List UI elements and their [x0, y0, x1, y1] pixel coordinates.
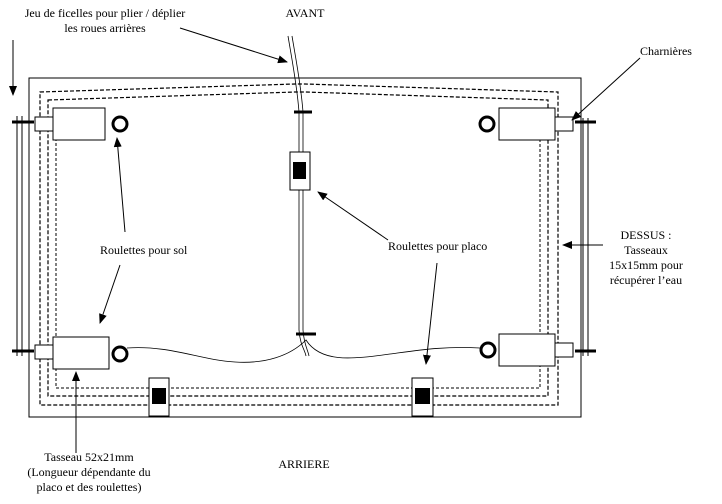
- hinge-bottom-left: [34, 344, 54, 360]
- batten-frame-inner: [47, 91, 549, 397]
- arrow-strings: [179, 27, 288, 64]
- arrow-placo-center: [317, 191, 389, 241]
- label-strings-line-2: les roues arrières: [64, 21, 146, 35]
- label-batten-line-1: Tasseau 52x21mm: [44, 450, 134, 464]
- arrow-floor-wheel-top: [113, 137, 126, 233]
- hinge-top-right: [554, 116, 574, 132]
- placo-wheel-rear-left: [152, 388, 166, 404]
- floor-wheel-top-right: [478, 115, 496, 133]
- board-outline: [28, 77, 582, 418]
- batten-top-left: [52, 107, 106, 141]
- label-top-line-3: 15x15mm pour: [609, 258, 683, 272]
- label-placo-wheels: Roulettes pour placo: [388, 239, 488, 253]
- batten-frame-third: [55, 108, 541, 389]
- label-batten-line-2: (Longueur dépendante du: [27, 465, 151, 479]
- label-top-line-1: DESSUS :: [620, 228, 672, 242]
- floor-wheel-bottom-right: [479, 341, 497, 359]
- arrow-placo-rear: [422, 262, 438, 365]
- label-front: AVANT: [285, 6, 325, 20]
- rear-wheel-string: [126, 339, 481, 363]
- label-floor-wheels: Roulettes pour sol: [100, 243, 188, 257]
- placo-wheel-rear-right: [415, 388, 430, 404]
- label-strings: Jeu de ficelles pour plier / déplier les…: [0, 6, 210, 36]
- label-top-line-4: récupérer l’eau: [609, 273, 683, 287]
- label-batten-line-3: placo et des roulettes): [36, 480, 142, 494]
- batten-bottom-right: [498, 333, 556, 367]
- floor-wheel-bottom-left: [111, 345, 129, 363]
- floor-wheel-top-left: [111, 115, 129, 133]
- arrow-floor-wheel-bottom: [99, 264, 121, 324]
- batten-bottom-left: [52, 336, 110, 370]
- hinge-bottom-right: [554, 342, 574, 358]
- label-rear: ARRIERE: [278, 457, 330, 471]
- label-batten: Tasseau 52x21mm (Longueur dépendante du …: [0, 450, 178, 495]
- label-top-line-2: Tasseaux: [624, 243, 668, 257]
- placo-wheel-center: [293, 162, 306, 179]
- label-top: DESSUS : Tasseaux 15x15mm pour récupérer…: [598, 228, 694, 288]
- batten-frame-outer: [39, 83, 559, 406]
- hinge-top-left: [34, 116, 54, 132]
- label-strings-line-1: Jeu de ficelles pour plier / déplier: [24, 6, 186, 20]
- label-hinges: Charnières: [640, 44, 692, 58]
- batten-top-right: [498, 107, 556, 141]
- arrow-hinges: [571, 57, 641, 121]
